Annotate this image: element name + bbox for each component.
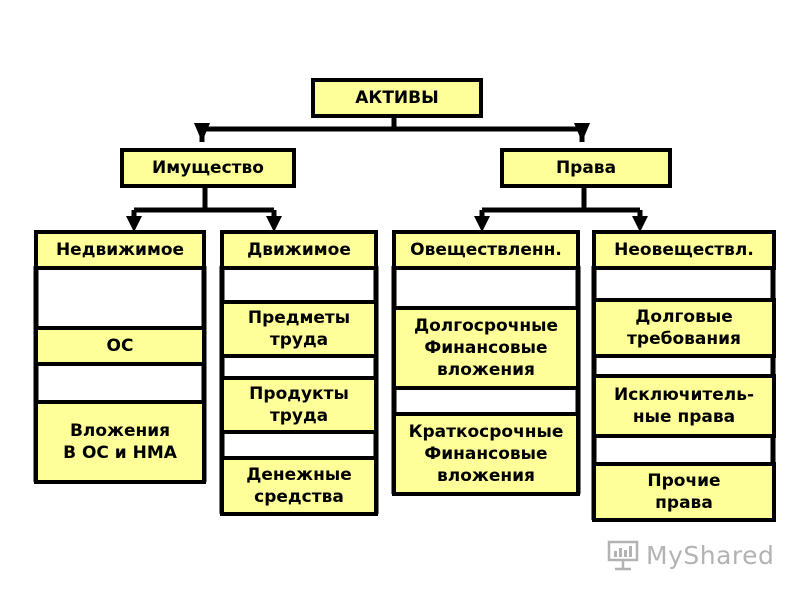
node-rights: Права [500,148,672,188]
node-immovable: Недвижимое [34,230,206,270]
arrowhead-immovable [126,216,142,232]
arrowhead-materialized [474,216,490,232]
node-intangible: Неовеществл. [592,230,776,270]
watermark-text: MyShared [646,540,775,570]
item-debt-claims: Долговые требования [592,298,776,358]
item-cash: Денежные средства [220,456,378,516]
arrowhead-property [194,123,210,142]
node-property: Имущество [120,148,296,188]
root-node-assets: АКТИВЫ [311,78,483,118]
node-materialized: Овеществленн. [392,230,580,270]
item-short-term-investments: Краткосрочные Финансовые вложения [392,412,580,496]
item-long-term-investments: Долгосрочные Финансовые вложения [392,306,580,390]
item-exclusive-rights: Исключитель- ные права [592,374,776,438]
item-fixed-assets: ОС [34,326,206,366]
arrowhead-rights [574,123,590,142]
item-products-of-labor: Продукты труда [220,376,378,434]
node-movable: Движимое [220,230,378,270]
watermark-logo: MyShared [606,535,774,575]
arrowhead-intangible [632,216,648,232]
presentation-board-icon [607,540,639,571]
item-investments-fixed-intangible: Вложения В ОС и НМА [34,400,206,484]
arrowhead-movable [266,216,282,232]
item-other-rights: Прочие права [592,462,776,522]
item-objects-of-labor: Предметы труда [220,300,378,358]
